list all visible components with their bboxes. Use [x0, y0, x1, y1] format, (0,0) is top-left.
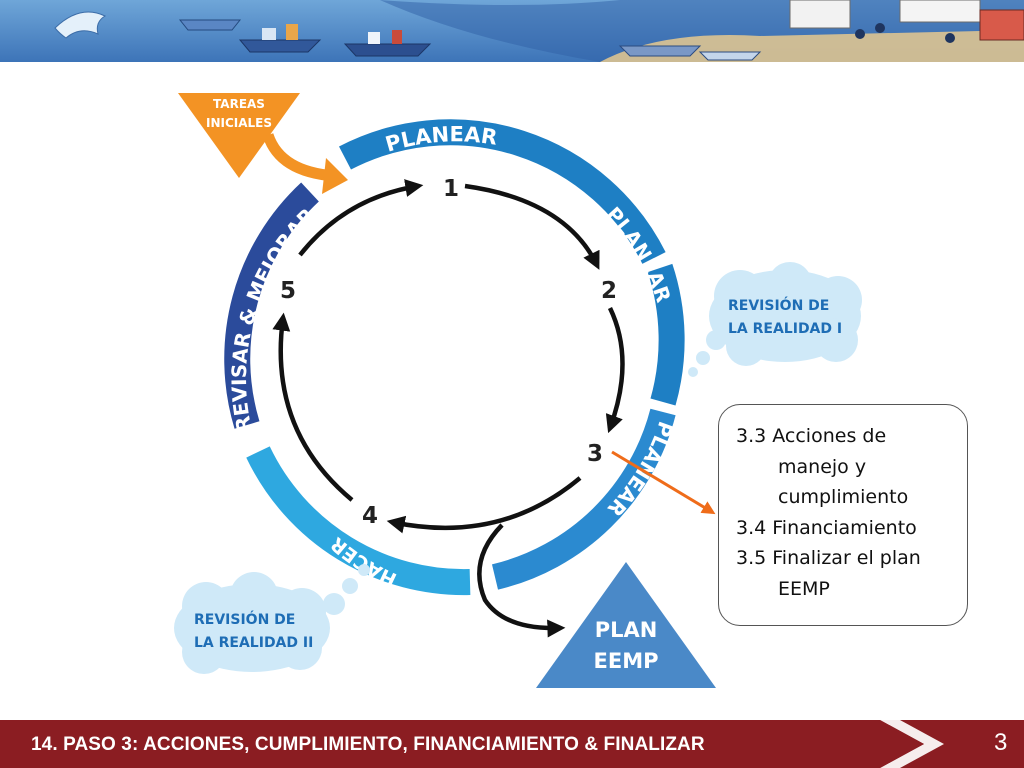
boat-icon — [343, 30, 432, 57]
step-5: 5 — [280, 278, 296, 304]
sub-step-3-5-cont-1: EEMP — [778, 577, 830, 600]
start-task-triangle: TAREAS INICIALES — [178, 93, 348, 194]
step-2: 2 — [601, 278, 617, 304]
ring-hacer — [246, 446, 471, 596]
start-task-line2: INICIALES — [206, 116, 272, 130]
boat-icon — [238, 24, 322, 53]
cloud-left-line2: LA REALIDAD II — [194, 635, 313, 651]
ring-revisar — [224, 182, 319, 429]
ring-planear-lower — [491, 408, 676, 590]
start-task-line1: TAREAS — [213, 97, 265, 111]
plan-eemp-triangle: PLAN EEMP — [536, 562, 716, 688]
arrow-5-to-1 — [298, 179, 424, 257]
step-1: 1 — [443, 176, 459, 202]
footer-bar: 14. PASO 3: ACCIONES, CUMPLIMIENTO, FINA… — [0, 720, 1024, 768]
sub-steps-box: 3.3 Acciones de manejo y cumplimiento 3.… — [718, 404, 968, 626]
sub-step-3-3-cont-2: cumplimiento — [778, 486, 909, 508]
arrow-1-to-2 — [464, 183, 600, 270]
cloud-revision-realidad-1: REVISIÓN DE LA REALIDAD I — [688, 262, 862, 377]
plan-line1: PLAN — [595, 618, 658, 642]
slide-title: 14. PASO 3: ACCIONES, CUMPLIMIENTO, FINA… — [31, 734, 705, 755]
shore-icon — [600, 0, 1024, 62]
step-3: 3 — [587, 441, 603, 467]
arrow-2-to-3 — [605, 307, 625, 434]
page-number: 3 — [994, 729, 1008, 756]
start-arrow-head — [322, 158, 348, 194]
sub-step-3-5: 3.5 Finalizar el plan — [736, 547, 921, 569]
dolphin-icon — [54, 11, 107, 39]
sub-step-3-3: 3.3 Acciones de — [736, 425, 887, 447]
step-4: 4 — [362, 503, 378, 529]
cloud-right-line2: LA REALIDAD I — [728, 321, 842, 337]
sub-step-3-4: 3.4 Financiamiento — [736, 516, 917, 539]
harbor-illustration — [0, 0, 1024, 62]
arrow-4-to-5 — [272, 312, 354, 502]
pointer-arrow — [611, 450, 716, 515]
label-revisar: REVISAR & MEJORAR — [227, 203, 320, 434]
boat-icon — [178, 19, 242, 31]
arrow-to-plan — [477, 523, 566, 638]
header-banner — [0, 0, 1024, 62]
ring-planear-right — [647, 263, 685, 406]
chevron-right-icon — [880, 720, 944, 768]
plan-line2: EEMP — [594, 649, 659, 673]
ring-planear-top — [339, 119, 666, 264]
cloud-right-line1: REVISIÓN DE — [728, 296, 829, 314]
arrow-3-to-4 — [386, 476, 582, 534]
cloud-left-line1: REVISIÓN DE — [194, 610, 295, 628]
sub-step-3-3-cont-1: manejo y — [778, 455, 867, 478]
cloud-revision-realidad-2: REVISIÓN DE LA REALIDAD II — [174, 564, 370, 674]
